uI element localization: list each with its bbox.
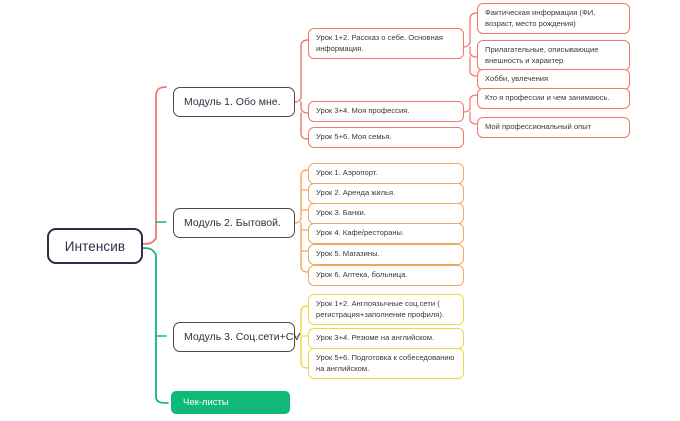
- lesson-node-3-3-label: Урок 5+6. Подготовка к собеседованию на …: [316, 353, 455, 373]
- module-node-1-label: Модуль 1. Обо мне.: [184, 96, 281, 108]
- topic-node-1-1-1-label: Фактическая информация (ФИ, возраст, мес…: [485, 8, 596, 28]
- topic-node-1-2-2[interactable]: Мой профессиональный опыт: [477, 117, 630, 138]
- lesson-node-3-1-label: Урок 1+2. Англоязычные соц.сети ( регист…: [316, 299, 445, 319]
- topic-node-1-1-2-label: Прилагательные, описывающие внешность и …: [485, 45, 599, 65]
- topic-node-1-1-3-label: Хобби, увлечения: [485, 74, 549, 83]
- lesson-node-3-3[interactable]: Урок 5+6. Подготовка к собеседованию на …: [308, 348, 464, 379]
- topic-node-1-2-2-label: Мой профессиональный опыт: [485, 122, 592, 131]
- module-node-3[interactable]: Модуль 3. Соц.сети+CV: [173, 322, 301, 352]
- lesson-node-3-2-label: Урок 3+4. Резюме на английском.: [316, 333, 435, 342]
- root-node[interactable]: Интенсив: [47, 228, 143, 264]
- lesson-node-2-3[interactable]: Урок 3. Банки.: [308, 203, 464, 224]
- lesson-node-3-1[interactable]: Урок 1+2. Англоязычные соц.сети ( регист…: [308, 294, 464, 325]
- lesson-node-1-2[interactable]: Урок 3+4. Моя профессия.: [308, 101, 464, 122]
- lesson-node-2-5-label: Урок 5. Магазины.: [316, 249, 380, 258]
- topic-node-1-1-2[interactable]: Прилагательные, описывающие внешность и …: [477, 40, 630, 71]
- lesson-node-2-1-label: Урок 1. Аэропорт.: [316, 168, 378, 177]
- lesson-node-2-2[interactable]: Урок 2. Аренда жилья.: [308, 183, 464, 204]
- lesson-node-2-5[interactable]: Урок 5. Магазины.: [308, 244, 464, 265]
- topic-node-1-2-1[interactable]: Кто я профессии и чем занимаюсь.: [477, 88, 630, 109]
- checklist-node[interactable]: Чек-листы: [171, 391, 290, 414]
- module-node-2-label: Модуль 2. Бытовой.: [184, 217, 281, 229]
- module-node-2[interactable]: Модуль 2. Бытовой.: [173, 208, 295, 238]
- lesson-node-2-3-label: Урок 3. Банки.: [316, 208, 366, 217]
- lesson-node-1-3[interactable]: Урок 5+6. Моя семья.: [308, 127, 464, 148]
- lesson-node-2-4[interactable]: Урок 4. Кафе/рестораны.: [308, 223, 464, 244]
- checklist-node-label: Чек-листы: [183, 397, 229, 408]
- lesson-node-1-1-label: Урок 1+2. Рассказ о себе. Основная инфор…: [316, 33, 443, 53]
- lesson-node-1-2-label: Урок 3+4. Моя профессия.: [316, 106, 410, 115]
- lesson-node-2-2-label: Урок 2. Аренда жилья.: [316, 188, 396, 197]
- topic-node-1-1-3[interactable]: Хобби, увлечения: [477, 69, 630, 90]
- lesson-node-3-2[interactable]: Урок 3+4. Резюме на английском.: [308, 328, 464, 349]
- module-node-3-label: Модуль 3. Соц.сети+CV: [184, 331, 301, 343]
- lesson-node-2-1[interactable]: Урок 1. Аэропорт.: [308, 163, 464, 184]
- lesson-node-2-4-label: Урок 4. Кафе/рестораны.: [316, 228, 405, 237]
- topic-node-1-2-1-label: Кто я профессии и чем занимаюсь.: [485, 93, 610, 102]
- module-node-1[interactable]: Модуль 1. Обо мне.: [173, 87, 295, 117]
- lesson-node-1-3-label: Урок 5+6. Моя семья.: [316, 132, 392, 141]
- lesson-node-2-6-label: Урок 6. Аптека, больница.: [316, 270, 408, 279]
- topic-node-1-1-1[interactable]: Фактическая информация (ФИ, возраст, мес…: [477, 3, 630, 34]
- lesson-node-1-1[interactable]: Урок 1+2. Рассказ о себе. Основная инфор…: [308, 28, 464, 59]
- root-node-label: Интенсив: [64, 238, 126, 254]
- lesson-node-2-6[interactable]: Урок 6. Аптека, больница.: [308, 265, 464, 286]
